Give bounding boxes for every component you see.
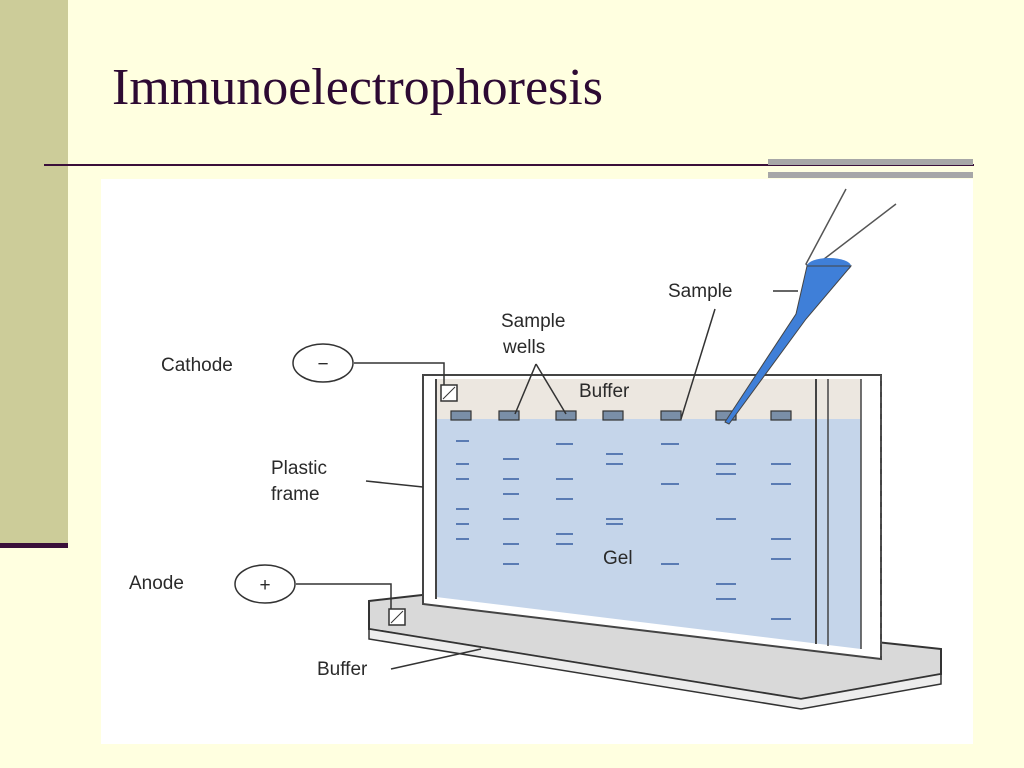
label-sample: Sample bbox=[668, 281, 732, 302]
leader-lines bbox=[296, 290, 798, 670]
label-sample-wells-line1: Sample bbox=[501, 311, 565, 332]
label-buffer-top: Buffer bbox=[579, 381, 630, 402]
label-plastic-frame-line2: frame bbox=[271, 484, 320, 505]
anode-plus: + bbox=[259, 575, 270, 596]
anode-symbol-circle bbox=[234, 564, 296, 604]
left-band-underline bbox=[0, 543, 68, 548]
label-gel: Gel bbox=[603, 548, 633, 569]
sample-pipette bbox=[724, 188, 897, 425]
label-buffer-bottom: Buffer bbox=[317, 659, 368, 680]
label-plastic-frame-line1: Plastic bbox=[271, 458, 327, 479]
label-cathode: Cathode bbox=[161, 355, 233, 376]
gel-bands bbox=[456, 440, 791, 620]
divider-accent-bottom bbox=[768, 172, 973, 178]
gel-area bbox=[436, 419, 861, 649]
slide-title: Immunoelectrophoresis bbox=[112, 59, 603, 116]
gel-plate bbox=[388, 374, 882, 661]
cathode-minus: − bbox=[317, 354, 328, 375]
title-divider bbox=[44, 164, 974, 166]
left-decorative-band bbox=[0, 0, 68, 543]
electrophoresis-diagram: Sample Sample wells Cathode − Buffer Pla… bbox=[101, 179, 973, 744]
cathode-symbol-circle bbox=[292, 343, 354, 383]
label-anode: Anode bbox=[129, 573, 184, 594]
divider-accent-top bbox=[768, 159, 973, 165]
label-sample-wells-line2: wells bbox=[502, 337, 545, 358]
